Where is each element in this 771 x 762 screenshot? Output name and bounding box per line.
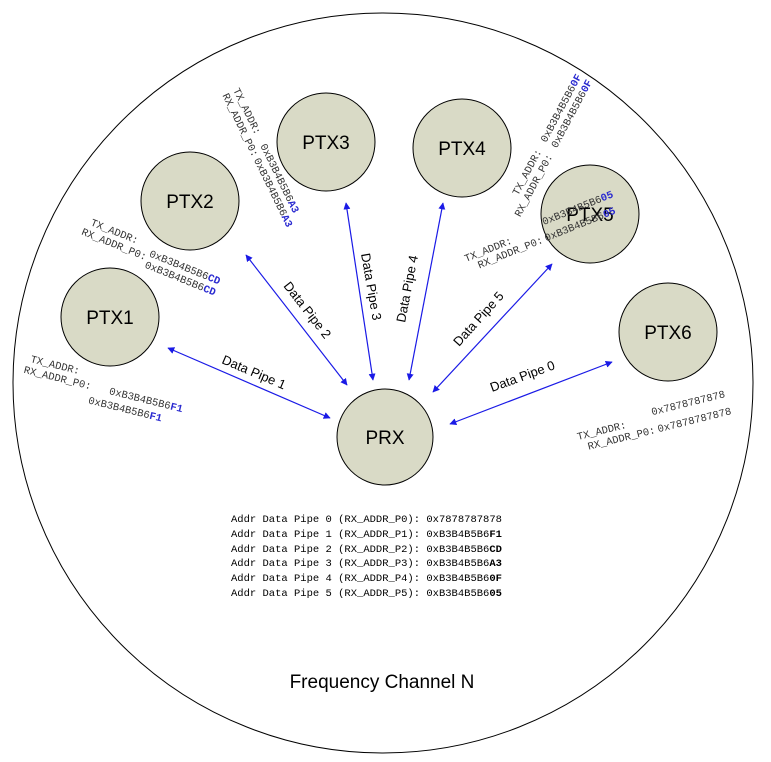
node-ptx4: PTX4 bbox=[412, 98, 512, 198]
data-pipe-0-arrow bbox=[449, 360, 613, 426]
data-pipe-2-arrow bbox=[245, 254, 348, 386]
address-table-row: Addr Data Pipe 4 (RX_ADDR_P4): 0xB3B4B5B… bbox=[231, 573, 502, 585]
data-pipe-5-label: Data Pipe 5 bbox=[450, 288, 507, 349]
node-ptx5: PTX5 bbox=[540, 164, 640, 264]
data-pipe-0-label: Data Pipe 0 bbox=[488, 357, 557, 394]
address-table-row: Addr Data Pipe 3 (RX_ADDR_P3): 0xB3B4B5B… bbox=[231, 558, 502, 570]
nodes: PRX PTX1 PTX2 PTX3 PTX4 PTX5 PTX6 bbox=[60, 92, 718, 486]
address-table: Addr Data Pipe 0 (RX_ADDR_P0): 0x7878787… bbox=[231, 514, 502, 600]
channel-boundary bbox=[12, 12, 754, 754]
node-ptx5-label: PTX5 bbox=[566, 205, 614, 226]
node-prx-label: PRX bbox=[365, 428, 404, 449]
node-ptx2-label: PTX2 bbox=[166, 192, 214, 213]
channel-label: Frequency Channel N bbox=[290, 672, 475, 693]
node-ptx1: PTX1 bbox=[60, 267, 160, 367]
data-pipe-1-label: Data Pipe 1 bbox=[220, 352, 288, 392]
node-ptx1-label: PTX1 bbox=[86, 308, 134, 329]
node-ptx4-label: PTX4 bbox=[438, 139, 486, 160]
data-pipe-4-label: Data Pipe 4 bbox=[393, 254, 421, 324]
node-ptx2: PTX2 bbox=[140, 151, 240, 251]
address-table-row: Addr Data Pipe 5 (RX_ADDR_P5): 0xB3B4B5B… bbox=[231, 588, 502, 600]
node-prx: PRX bbox=[336, 388, 434, 486]
data-pipe-3-arrow bbox=[343, 202, 376, 381]
address-table-row: Addr Data Pipe 1 (RX_ADDR_P1): 0xB3B4B5B… bbox=[231, 529, 502, 541]
ptx6-addresses: TX_ADDR: 0x7878787878 RX_ADDR_P0: 0x7878… bbox=[576, 389, 733, 453]
node-ptx6-label: PTX6 bbox=[644, 323, 692, 344]
node-ptx3: PTX3 bbox=[276, 92, 376, 192]
data-pipe-labels: Data Pipe 1 Data Pipe 2 Data Pipe 3 Data… bbox=[220, 252, 557, 395]
address-table-row: Addr Data Pipe 0 (RX_ADDR_P0): 0x7878787… bbox=[231, 514, 502, 526]
address-table-row: Addr Data Pipe 2 (RX_ADDR_P2): 0xB3B4B5B… bbox=[231, 544, 502, 556]
data-pipe-1-arrow bbox=[167, 347, 331, 419]
data-pipe-arrows bbox=[167, 202, 613, 426]
data-pipe-4-arrow bbox=[406, 202, 446, 381]
node-ptx6: PTX6 bbox=[618, 282, 718, 382]
node-ptx3-label: PTX3 bbox=[302, 133, 350, 154]
